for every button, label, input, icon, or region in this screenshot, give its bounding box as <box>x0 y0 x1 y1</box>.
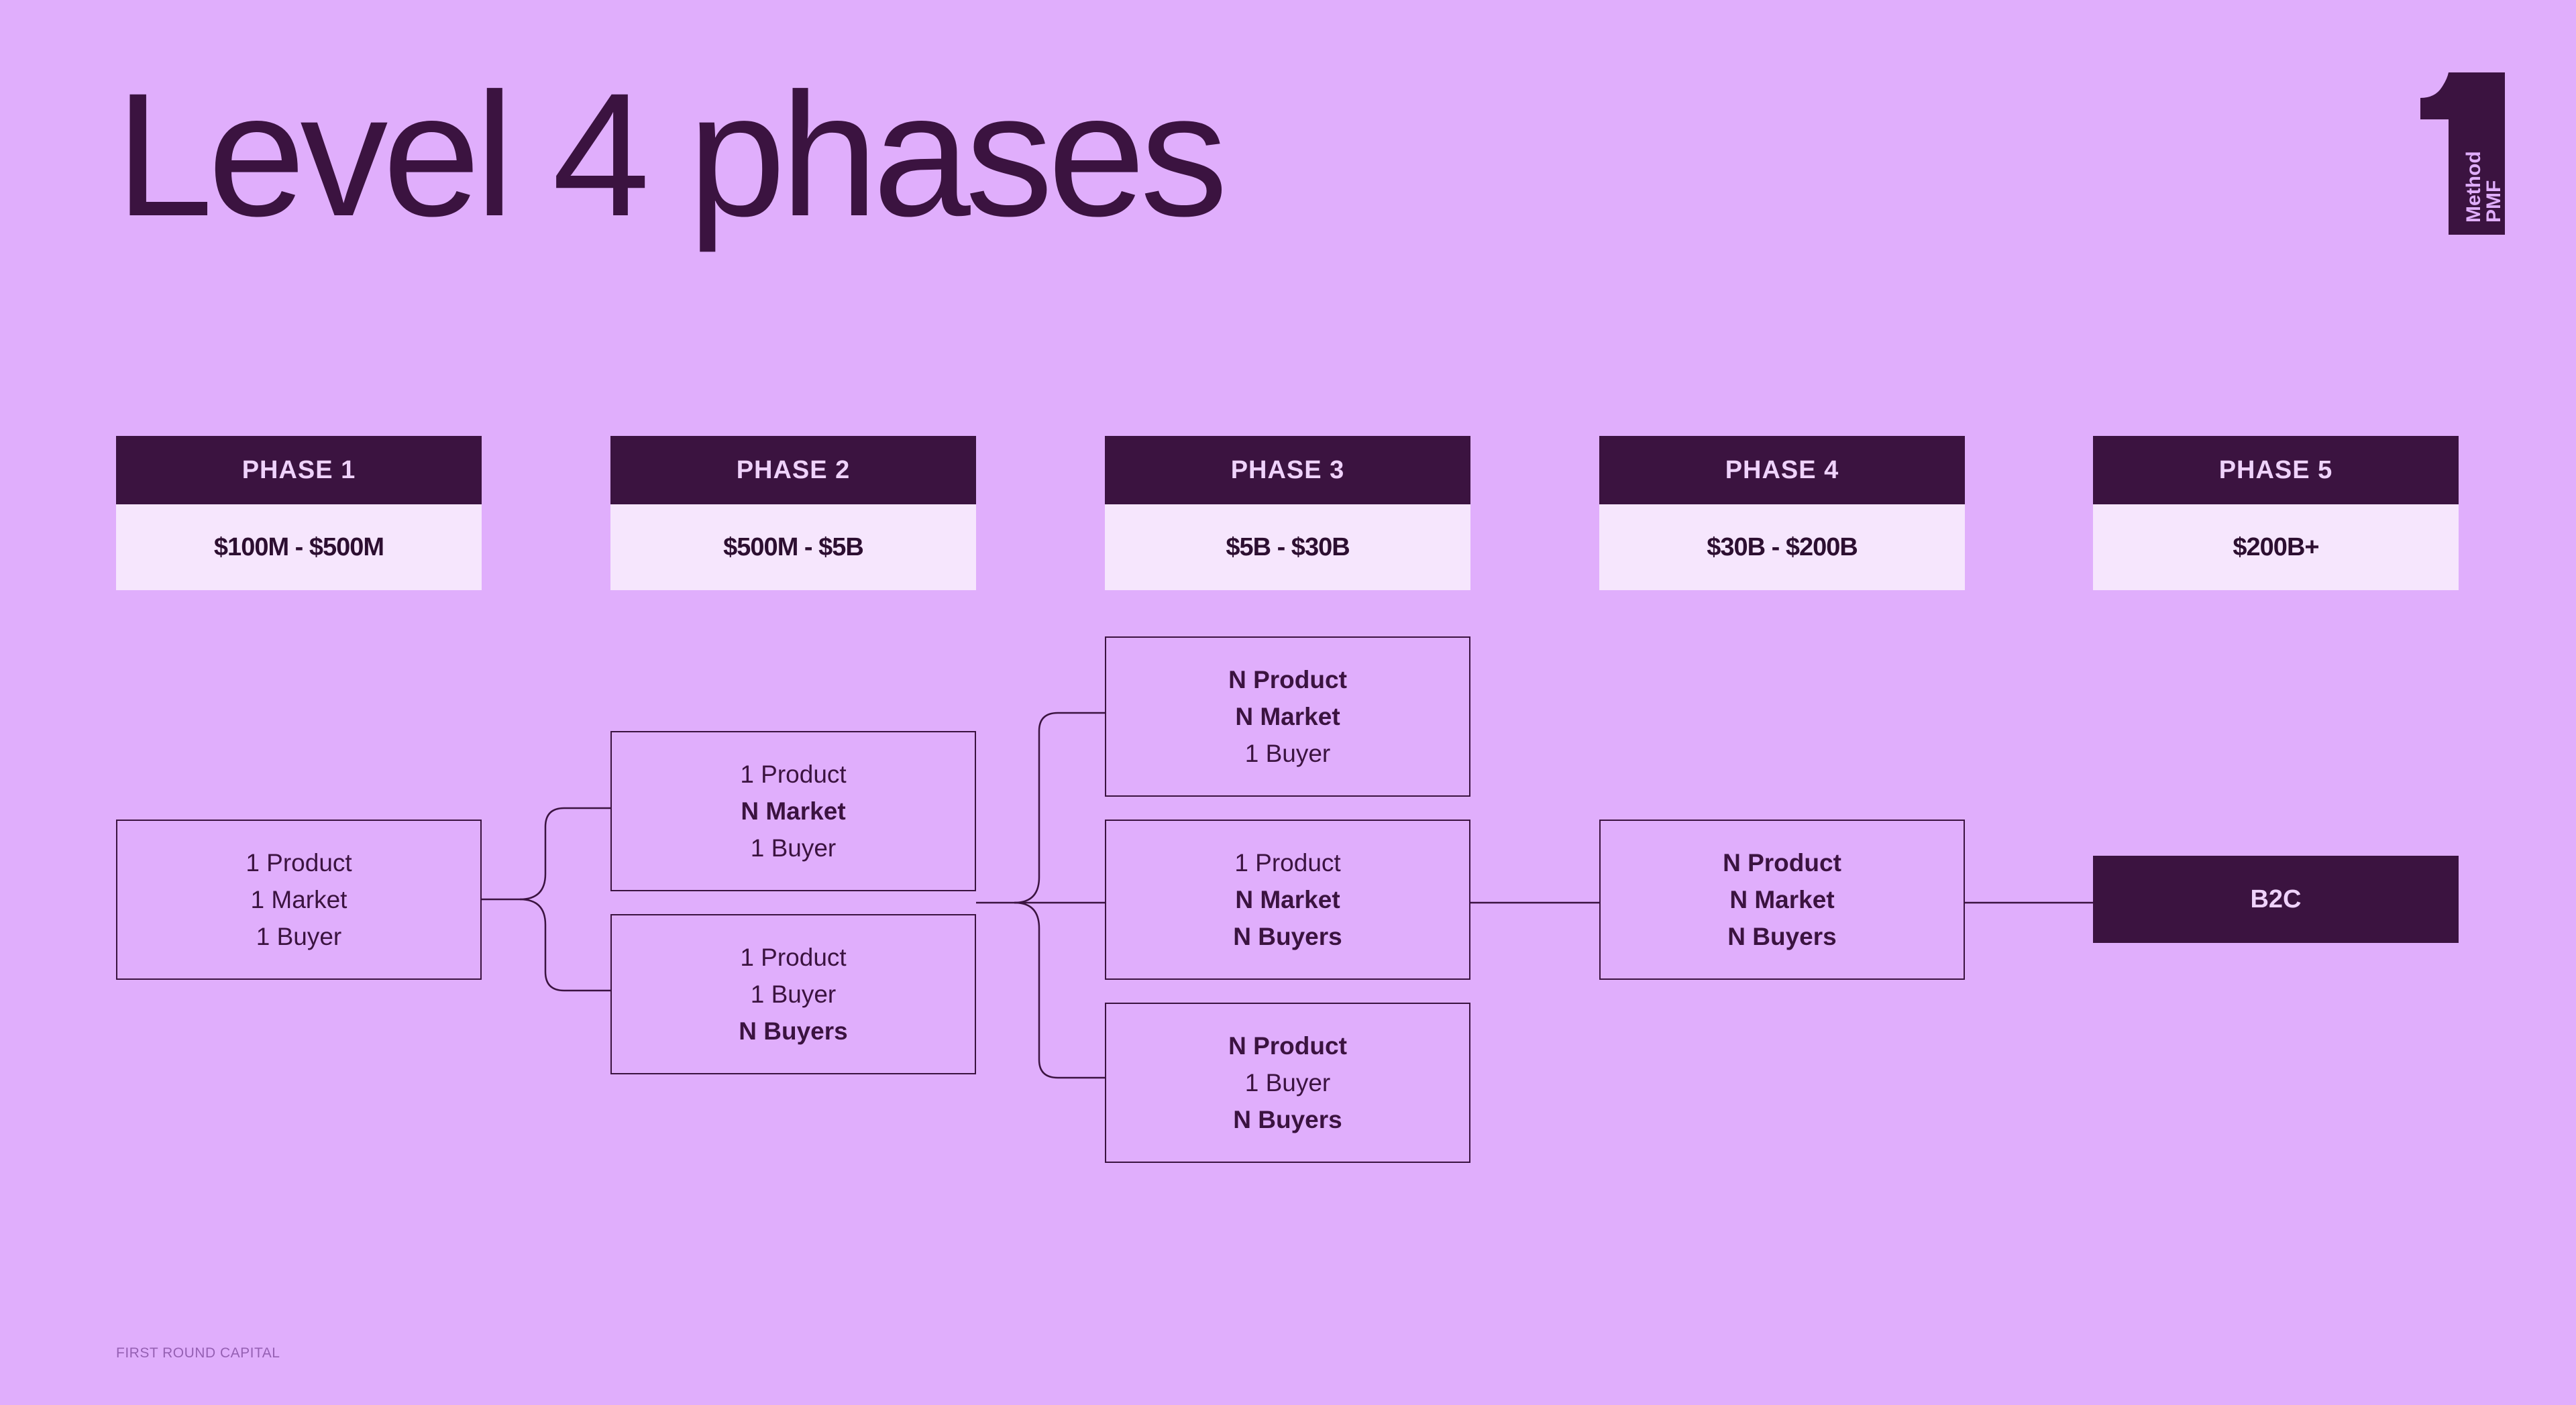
phase-range: $5B - $30B <box>1105 504 1470 590</box>
node-line: N Market <box>1235 886 1340 913</box>
phase-range: $30B - $200B <box>1599 504 1965 590</box>
connector-p1-p2 <box>482 807 610 901</box>
phase-label: PHASE 5 <box>2093 436 2459 504</box>
phase-label: PHASE 3 <box>1105 436 1470 504</box>
node-phase1: 1 Product 1 Market 1 Buyer <box>116 820 482 980</box>
node-phase3-c: N Product 1 Buyer N Buyers <box>1105 1003 1470 1163</box>
node-line: 1 Product <box>1234 849 1341 877</box>
node-phase3-b: 1 Product N Market N Buyers <box>1105 820 1470 980</box>
phase-column-3: PHASE 3 $5B - $30B <box>1105 436 1470 590</box>
node-phase4: N Product N Market N Buyers <box>1599 820 1965 980</box>
node-line: N Buyers <box>1233 1106 1342 1133</box>
node-line: 1 Product <box>246 849 352 877</box>
phase-range: $200B+ <box>2093 504 2459 590</box>
node-line: N Buyers <box>1233 923 1342 950</box>
node-line: N Buyers <box>739 1017 848 1045</box>
node-line: 1 Buyer <box>256 923 342 950</box>
phase-label: PHASE 1 <box>116 436 482 504</box>
phase-column-4: PHASE 4 $30B - $200B <box>1599 436 1965 590</box>
connector-p1-p2 <box>519 898 610 992</box>
connector-p2-p3 <box>1014 901 1105 1079</box>
page-title: Level 4 phases <box>115 56 1228 253</box>
node-line: 1 Buyer <box>750 980 837 1008</box>
node-line: N Market <box>1729 886 1835 913</box>
numeral-one-icon <box>2420 72 2505 235</box>
phase-column-5: PHASE 5 $200B+ <box>2093 436 2459 590</box>
footer-brand: FIRST ROUND CAPITAL <box>116 1345 280 1361</box>
node-line: 1 Product <box>740 761 847 788</box>
node-line: B2C <box>2250 885 2302 913</box>
node-line: N Product <box>1228 666 1347 693</box>
node-line: N Market <box>741 797 846 825</box>
phase-column-2: PHASE 2 $500M - $5B <box>610 436 976 590</box>
node-line: N Market <box>1235 703 1340 730</box>
node-line: 1 Product <box>740 944 847 971</box>
phase-column-1: PHASE 1 $100M - $500M <box>116 436 482 590</box>
node-line: 1 Market <box>250 886 347 913</box>
phase-label: PHASE 2 <box>610 436 976 504</box>
connector-p2-p3 <box>976 712 1105 904</box>
phase-label: PHASE 4 <box>1599 436 1965 504</box>
pmf-method-logo <box>2420 72 2505 235</box>
node-phase5: B2C <box>2093 856 2459 943</box>
node-phase2-a: 1 Product N Market 1 Buyer <box>610 731 976 891</box>
phase-range: $500M - $5B <box>610 504 976 590</box>
node-line: N Product <box>1228 1032 1347 1060</box>
node-phase2-b: 1 Product 1 Buyer N Buyers <box>610 914 976 1074</box>
node-line: 1 Buyer <box>1244 1069 1331 1097</box>
node-line: 1 Buyer <box>1244 740 1331 767</box>
node-line: N Product <box>1723 849 1841 877</box>
node-line: 1 Buyer <box>750 834 837 862</box>
node-line: N Buyers <box>1727 923 1837 950</box>
phase-range: $100M - $500M <box>116 504 482 590</box>
node-phase3-a: N Product N Market 1 Buyer <box>1105 636 1470 797</box>
